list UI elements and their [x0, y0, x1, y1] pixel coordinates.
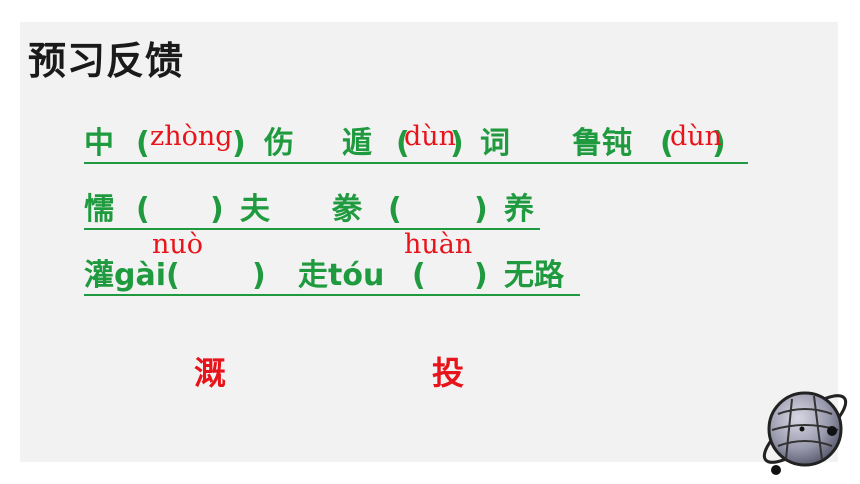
line1-word-shang: 伤: [264, 126, 294, 161]
answer-gai: 溉: [194, 354, 227, 392]
line2-word-yang: 养: [504, 192, 534, 227]
pinyin-nuo: nuò: [152, 229, 204, 260]
line1-underline: [84, 162, 748, 164]
planet-icon: [762, 391, 848, 475]
line1-paren-close-3: ): [712, 126, 726, 161]
line2-paren-open-1: (: [136, 192, 150, 227]
line2-paren-close-2: ): [474, 192, 488, 227]
line1-paren-close-1: ): [232, 126, 246, 161]
line2-paren-open-2: (: [388, 192, 402, 227]
line3-underline: [84, 294, 580, 296]
line2-word-fu: 夫: [240, 192, 270, 227]
line1-paren-open-2: (: [396, 126, 410, 161]
pinyin-dun-1: dùn: [404, 121, 457, 152]
line3-word-zoutou: 走tóu: [298, 258, 385, 293]
answer-tou: 投: [432, 354, 465, 392]
line1-word-ludun: 鲁钝: [572, 126, 632, 161]
pinyin-dun-2: dùn: [670, 121, 723, 152]
line3-paren-close-1: ): [252, 258, 266, 293]
line2-underline: [84, 228, 540, 230]
line1-paren-close-2: ): [450, 126, 464, 161]
line3-paren-close-2: ): [474, 258, 488, 293]
line2-word-huan: 豢: [332, 192, 362, 227]
line1-word-ci: 词: [480, 126, 510, 161]
slide-panel: [20, 22, 838, 462]
line1-paren-open-1: (: [136, 126, 150, 161]
line3-paren-open-2: (: [412, 258, 426, 293]
slide-title: 预习反馈: [28, 39, 185, 83]
pinyin-zhong: zhòng: [150, 121, 233, 152]
line3-word-guangai: 灌gài(: [84, 258, 180, 293]
line2-paren-close-1: ): [210, 192, 224, 227]
line3-word-wulu: 无路: [504, 258, 564, 293]
pinyin-huan: huàn: [404, 229, 473, 260]
line2-word-nuo: 懦: [84, 192, 114, 227]
line1-paren-open-3: (: [660, 126, 674, 161]
line1-word-zhong: 中: [84, 126, 114, 161]
line1-word-dun: 遁: [342, 126, 372, 161]
